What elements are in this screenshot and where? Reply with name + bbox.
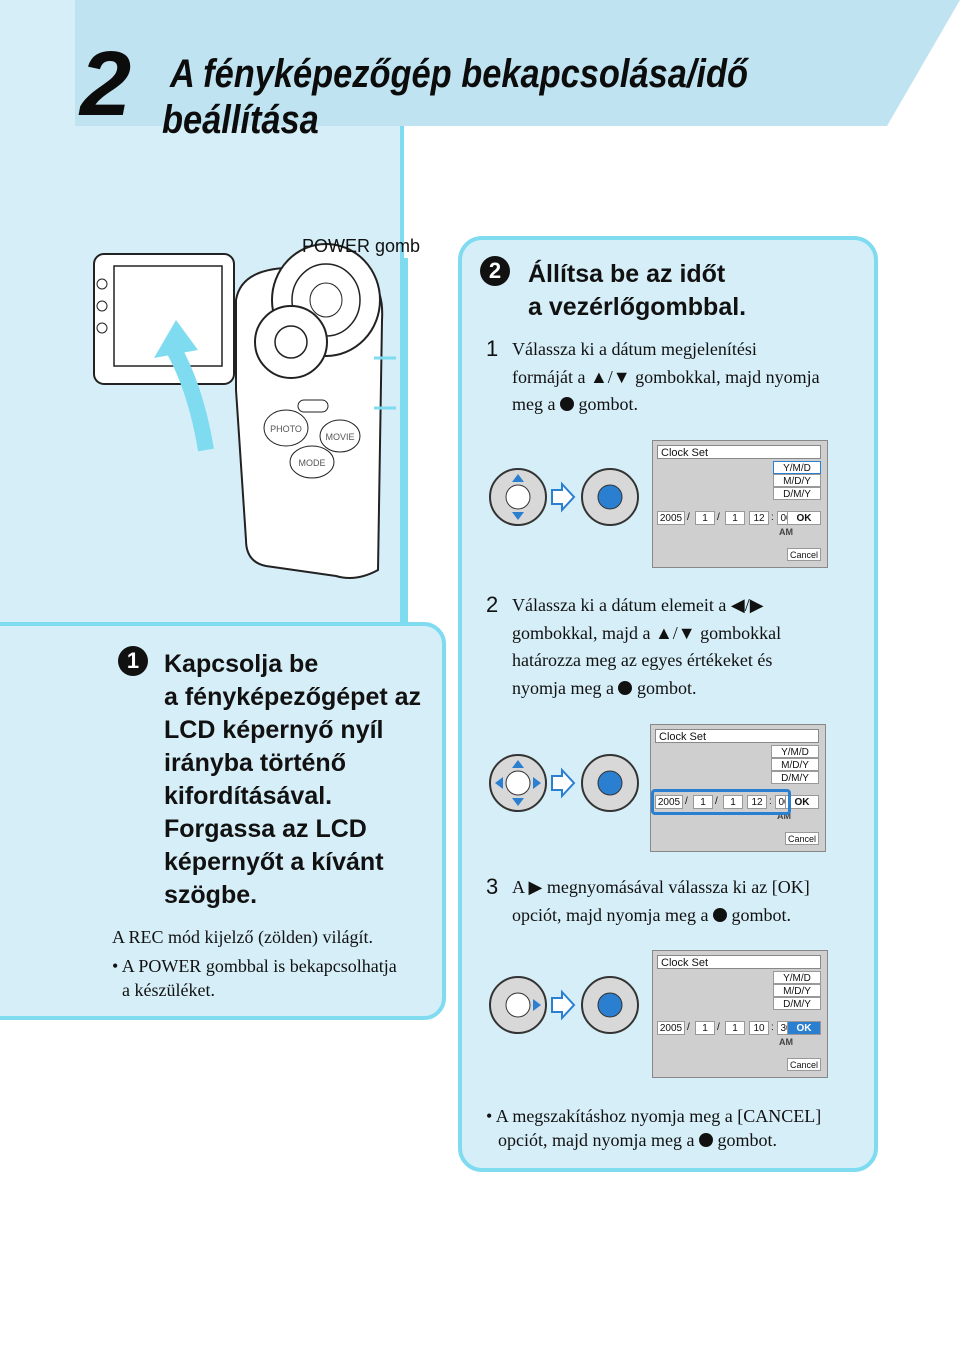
clock-set-screen-3: Clock Set Y/M/D M/D/Y D/M/Y 2005 / 1 / 1… xyxy=(652,950,828,1078)
control-pad-icon xyxy=(581,754,639,812)
format-option[interactable]: Y/M/D xyxy=(771,745,819,758)
sub2-number: 2 xyxy=(486,592,499,617)
format-option[interactable]: M/D/Y xyxy=(773,984,821,997)
control-pad-diagram-3 xyxy=(489,976,639,1034)
step1-marker: 1 xyxy=(118,646,148,676)
page-title-line1: A fényképezőgép bekapcsolása/idő xyxy=(170,52,748,96)
sub1-number: 1 xyxy=(486,336,499,361)
step2-heading: Állítsa be az időt a vezérlőgombbal. xyxy=(528,260,747,321)
control-pad-diagram-1 xyxy=(489,468,639,526)
camera-illustration: PHOTO MOVIE MODE xyxy=(93,243,396,579)
arrow-right-icon xyxy=(551,767,576,799)
lcd-panel xyxy=(93,253,235,385)
power-button-label: POWER gomb xyxy=(302,236,421,256)
format-option[interactable]: Y/M/D xyxy=(773,461,821,474)
header-banner xyxy=(75,0,960,126)
ok-button[interactable]: OK xyxy=(787,511,821,525)
control-pad-icon xyxy=(489,976,547,1034)
sub1-text: Válassza ki a dátum megjelenítési formáj… xyxy=(512,339,820,414)
control-pad-icon xyxy=(489,468,547,526)
hour-field[interactable]: 10 xyxy=(749,1021,769,1035)
arrow-right-icon xyxy=(551,481,576,513)
center-button-icon xyxy=(698,1133,713,1147)
arrow-right-icon xyxy=(551,989,576,1021)
clock-set-screen-1: Clock Set Y/M/D M/D/Y D/M/Y 2005 / 1 / 1… xyxy=(652,440,828,568)
sub3-number: 3 xyxy=(486,874,499,899)
sub3-text: A ▶ megnyomásával válassza ki az [OK] op… xyxy=(512,877,810,925)
sub2-text: Válassza ki a dátum elemeit a ◀/▶ gombok… xyxy=(512,595,782,698)
clock-set-screen-2: Clock Set Y/M/D M/D/Y D/M/Y 2005 / 1 / 1… xyxy=(650,724,826,852)
screen-title: Clock Set xyxy=(657,955,821,969)
format-option[interactable]: D/M/Y xyxy=(771,771,819,784)
center-button-icon xyxy=(618,680,633,695)
day-field[interactable]: 1 xyxy=(723,795,743,809)
ok-button[interactable]: OK xyxy=(785,795,819,809)
month-field[interactable]: 1 xyxy=(693,795,713,809)
svg-text:MOVIE: MOVIE xyxy=(325,432,354,442)
step1-bullet: • A POWER gombbal is bekapcsolhatja a ké… xyxy=(112,956,397,1000)
format-option[interactable]: M/D/Y xyxy=(773,474,821,487)
step1-heading: Kapcsolja be a fényképezőgépet az LCD ké… xyxy=(164,650,422,909)
control-pad-icon xyxy=(581,976,639,1034)
control-pad-diagram-2 xyxy=(489,754,639,812)
svg-text:MODE: MODE xyxy=(299,458,326,468)
year-field[interactable]: 2005 xyxy=(657,1021,685,1035)
ok-button[interactable]: OK xyxy=(787,1021,821,1035)
day-field[interactable]: 1 xyxy=(725,1021,745,1035)
svg-text:PHOTO: PHOTO xyxy=(270,424,302,434)
ampm-indicator: AM xyxy=(777,811,791,821)
chapter-number: 2 xyxy=(80,33,131,135)
day-field[interactable]: 1 xyxy=(725,511,745,525)
cancel-note: • A megszakításhoz nyomja meg a [CANCEL]… xyxy=(486,1106,822,1150)
step2-marker: 2 xyxy=(480,256,510,286)
format-option[interactable]: Y/M/D xyxy=(773,971,821,984)
control-pad-icon xyxy=(581,468,639,526)
cancel-button[interactable]: Cancel xyxy=(785,832,819,845)
step1-note: A REC mód kijelző (zölden) világít. xyxy=(112,927,373,947)
screen-title: Clock Set xyxy=(657,445,821,459)
hour-field[interactable]: 12 xyxy=(749,511,769,525)
month-field[interactable]: 1 xyxy=(695,511,715,525)
cancel-button[interactable]: Cancel xyxy=(787,548,821,561)
step1-panel xyxy=(0,622,446,1020)
format-option[interactable]: M/D/Y xyxy=(771,758,819,771)
screen-title: Clock Set xyxy=(655,729,819,743)
page-title-line2: beállítása xyxy=(162,98,319,142)
selection-highlight xyxy=(651,789,791,815)
center-button-icon xyxy=(559,397,574,411)
hour-field[interactable]: 12 xyxy=(747,795,767,809)
center-button-icon xyxy=(712,907,727,922)
year-field[interactable]: 2005 xyxy=(657,511,685,525)
power-leader-line xyxy=(404,258,408,622)
ampm-indicator: AM xyxy=(779,527,793,537)
cancel-button[interactable]: Cancel xyxy=(787,1058,821,1071)
format-option[interactable]: D/M/Y xyxy=(773,487,821,500)
month-field[interactable]: 1 xyxy=(695,1021,715,1035)
year-field[interactable]: 2005 xyxy=(655,795,683,809)
ampm-indicator: AM xyxy=(779,1037,793,1047)
control-pad-icon xyxy=(489,754,547,812)
format-option[interactable]: D/M/Y xyxy=(773,997,821,1010)
